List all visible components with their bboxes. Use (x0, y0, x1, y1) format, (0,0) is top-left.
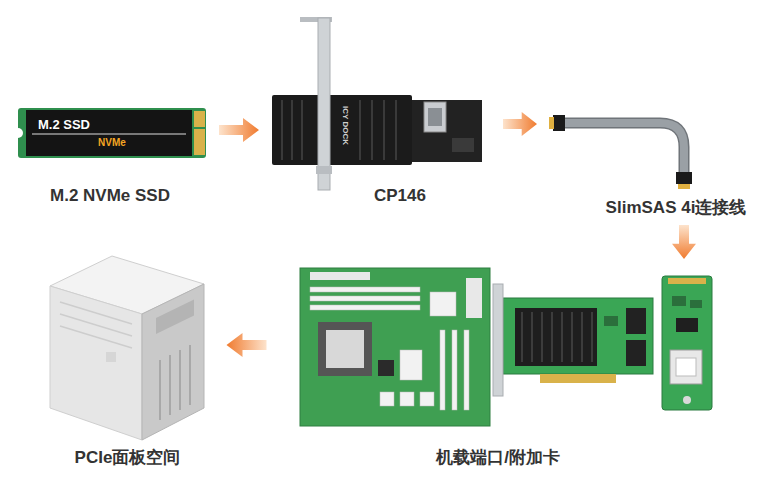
printed-label: ICY DOCK (340, 106, 349, 145)
flow-arrow (227, 333, 267, 357)
illustration-node: M.2 NVMe SSD (10, 98, 210, 210)
node-caption: 机载端口/附加卡 (436, 448, 560, 468)
flow-arrow (672, 225, 696, 259)
printed-label: M.2 SSD (38, 118, 90, 132)
node-caption: CP146 (374, 186, 426, 206)
node-caption: SlimSAS 4i连接线 (606, 198, 747, 218)
cable-picture (549, 115, 692, 189)
illustration-node: 机载端口/附加卡 (278, 262, 718, 472)
flow-arrow (503, 112, 537, 136)
illustration-node: CP146 (268, 15, 500, 210)
illustration-node: SlimSAS 4i连接线 (540, 98, 772, 222)
ssd-picture (13, 108, 206, 158)
printed-label: NVMe (98, 137, 126, 148)
adapter-picture (662, 276, 712, 410)
motherboard-picture (300, 268, 490, 426)
addin-card-picture (493, 284, 653, 396)
pc-tower-picture (50, 256, 204, 440)
cp146-picture (272, 17, 482, 190)
node-caption: M.2 NVMe SSD (50, 186, 170, 206)
node-caption: PCIe面板空间 (75, 448, 181, 468)
flow-arrow (219, 118, 259, 142)
illustration-node: PCIe面板空间 (40, 250, 215, 472)
